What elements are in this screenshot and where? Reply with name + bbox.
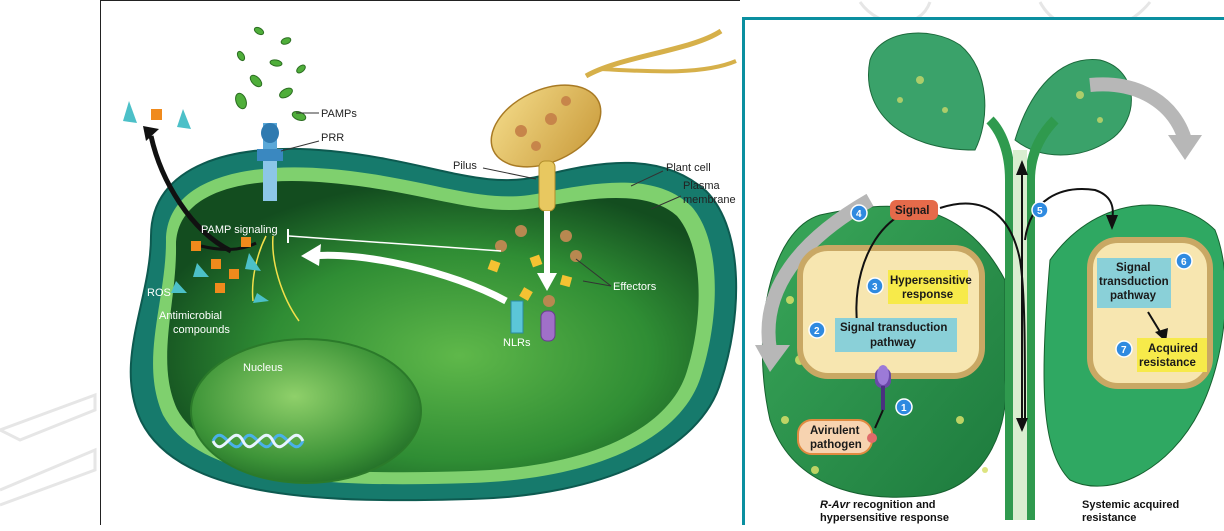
infected-cell — [800, 248, 982, 376]
step-2: 2 — [814, 326, 820, 337]
label-ros: ROS — [147, 287, 171, 299]
step-4: 4 — [856, 209, 862, 220]
label-nucleus: Nucleus — [243, 362, 283, 374]
label-effectors: Effectors — [613, 281, 657, 293]
plant-cell-immunity-panel: PAMPs PRR Plant cell Plasma membrane Pil… — [100, 0, 740, 525]
sar-diagram: Signal Hypersensitive response Signal tr… — [745, 20, 1224, 525]
step-1: 1 — [901, 403, 907, 414]
label-antimicrobial: Antimicrobial — [159, 310, 222, 322]
caption-left-italic: R-Avr — [820, 499, 851, 511]
signal-transduction-text-2: pathway — [870, 337, 917, 349]
signal-transduction-text-1: Signal transduction — [840, 322, 947, 334]
label-plant-cell: Plant cell — [666, 162, 711, 174]
hypersensitive-text-2: response — [902, 289, 953, 301]
top-leaf-left — [868, 33, 984, 150]
label-pamps: PAMPs — [321, 108, 357, 120]
acquired-text-2: resistance — [1139, 357, 1196, 369]
caption-left-2: hypersensitive response — [820, 512, 949, 524]
right-transduction-text-2: transduction — [1099, 276, 1169, 288]
step-5: 5 — [1037, 206, 1043, 217]
label-prr: PRR — [321, 132, 344, 144]
top-leaf-right — [1015, 60, 1131, 155]
label-plasma: Plasma — [683, 180, 721, 192]
acquired-text-1: Acquired — [1148, 343, 1198, 355]
caption-right-1: Systemic acquired — [1082, 499, 1179, 511]
avirulent-text-2: pathogen — [810, 439, 862, 451]
step-6: 6 — [1181, 257, 1187, 268]
systemic-resistance-panel: Signal Hypersensitive response Signal tr… — [742, 17, 1224, 525]
label-nlrs: NLRs — [503, 337, 531, 349]
step-7: 7 — [1121, 345, 1127, 356]
pamp-particles — [234, 26, 307, 122]
signal-text: Signal — [895, 205, 930, 217]
caption-left-rest: recognition and — [850, 499, 936, 511]
avirulent-text-1: Avirulent — [810, 425, 860, 437]
step-3: 3 — [872, 282, 878, 293]
label-membrane: membrane — [683, 194, 736, 206]
caption-right-2: resistance — [1082, 512, 1136, 524]
right-transduction-text-3: pathway — [1110, 290, 1157, 302]
caption-left-1: R-Avr recognition and — [820, 499, 936, 511]
label-compounds: compounds — [173, 324, 230, 336]
plant-cell-diagram: PAMPs PRR Plant cell Plasma membrane Pil… — [101, 1, 741, 526]
label-pilus: Pilus — [453, 160, 477, 172]
nucleus — [191, 339, 421, 483]
label-pamp-signaling: PAMP signaling — [201, 224, 278, 236]
right-transduction-text-1: Signal — [1116, 262, 1151, 274]
hypersensitive-text-1: Hypersensitive — [890, 275, 972, 287]
